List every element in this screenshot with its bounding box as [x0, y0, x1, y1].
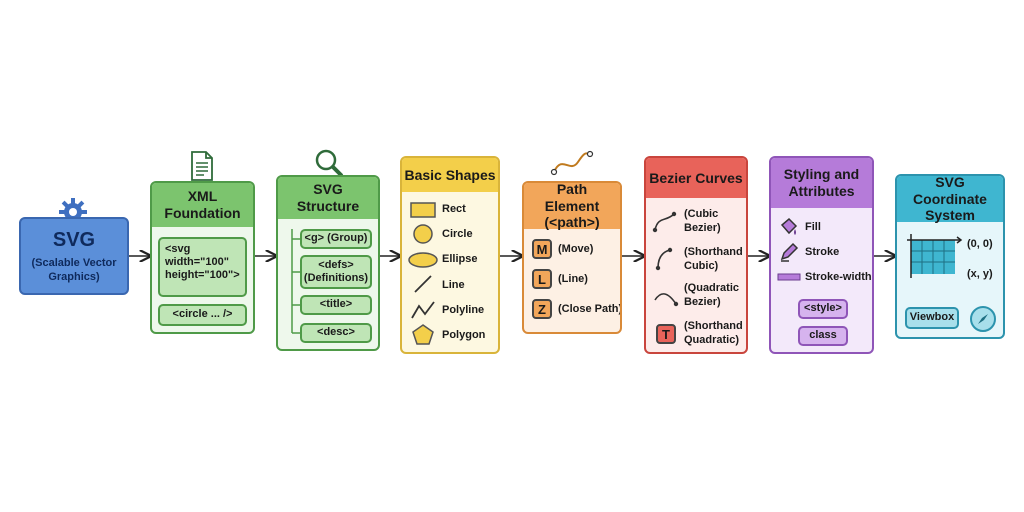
magnifier-icon — [315, 149, 343, 177]
tree-lines — [291, 229, 300, 334]
xml-circle-chip: <circle ... /> — [158, 304, 247, 326]
styling-label-stroke: Stroke — [805, 246, 840, 258]
coordinate-system-node: SVG Coordinate System (0, 0) (x, y) View… — [895, 174, 1005, 339]
polyline-icon — [411, 301, 435, 319]
shape-label-line: Line — [442, 279, 465, 291]
xml-foundation-title: XML Foundation — [152, 183, 253, 227]
shape-label-circle: Circle — [442, 228, 473, 240]
structure-item-defs: <defs> (Definitions) — [300, 255, 372, 289]
svg-structure-title: SVG Structure — [278, 177, 378, 219]
path-element-title: Path Element (<path>) — [524, 183, 620, 230]
compass-icon — [970, 306, 996, 332]
viewbox-chip: Viewbox — [905, 307, 959, 329]
class-chip: class — [798, 326, 848, 346]
path-curve-icon — [550, 150, 594, 176]
path-letter-m: M — [532, 239, 552, 259]
basic-shapes-title: Basic Shapes — [402, 158, 498, 192]
path-letter-z: Z — [532, 299, 552, 319]
line-icon — [414, 275, 432, 293]
quadratic-bezier-icon — [654, 293, 679, 307]
path-label-move: (Move) — [558, 243, 594, 255]
basic-shapes-node: Basic Shapes Rect Circle Ellipse Line Po… — [400, 156, 500, 354]
ellipse-icon — [408, 252, 438, 268]
cubic-bezier-icon — [652, 211, 677, 233]
pen-icon — [780, 242, 799, 262]
shape-label-ellipse: Ellipse — [442, 253, 478, 265]
structure-item-title: <title> — [300, 295, 372, 315]
xml-foundation-node: XML Foundation <svg width="100" height="… — [150, 181, 255, 334]
rect-icon — [410, 202, 436, 218]
styling-label-fill: Fill — [805, 221, 821, 233]
stroke-width-icon — [777, 273, 801, 281]
svg-node: SVG (Scalable Vector Graphics) — [19, 217, 129, 295]
coord-origin-label: (0, 0) — [967, 238, 993, 250]
styling-title: Styling and Attributes — [771, 158, 872, 208]
shape-label-polyline: Polyline — [442, 304, 485, 316]
xml-code-block: <svg width="100" height="100"> — [158, 237, 247, 297]
structure-item-group: <g> (Group) — [300, 229, 372, 249]
shape-label-rect: Rect — [442, 203, 466, 215]
path-label-close: (Close Path) — [558, 303, 622, 315]
styling-node: Styling and Attributes Fill Stroke Strok… — [769, 156, 874, 354]
bezier-curves-title: Bezier Curves — [646, 158, 746, 198]
svg-node-title: SVG — [52, 229, 96, 251]
coordinate-system-title: SVG Coordinate System — [897, 176, 1003, 223]
xml-code-line-2: width="100" — [165, 256, 229, 269]
path-letter-l: L — [532, 269, 552, 289]
shorthand-cubic-icon — [655, 247, 673, 271]
xml-code-line-1: <svg — [165, 243, 191, 255]
shape-label-polygon: Polygon — [442, 329, 486, 341]
xml-code-line-3: height="100"> — [165, 269, 240, 282]
circle-icon — [413, 224, 433, 244]
style-tag-chip: <style> — [798, 299, 848, 319]
paint-bucket-icon — [780, 217, 798, 235]
bezier-letter-t: T — [656, 324, 676, 344]
svg-structure-node: SVG Structure <g> (Group) <defs> (Defini… — [276, 175, 380, 351]
document-icon — [191, 151, 213, 181]
coordinate-grid-icon — [907, 234, 963, 278]
path-element-node: Path Element (<path>) M (Move) L (Line) … — [522, 181, 622, 334]
styling-label-stroke-width: Stroke-width — [805, 271, 872, 283]
polygon-icon — [412, 324, 434, 345]
structure-item-desc: <desc> — [300, 323, 372, 343]
path-label-line: (Line) — [558, 273, 588, 285]
svg-node-subtitle: (Scalable Vector Graphics) — [31, 257, 117, 283]
coord-xy-label: (x, y) — [967, 268, 993, 280]
